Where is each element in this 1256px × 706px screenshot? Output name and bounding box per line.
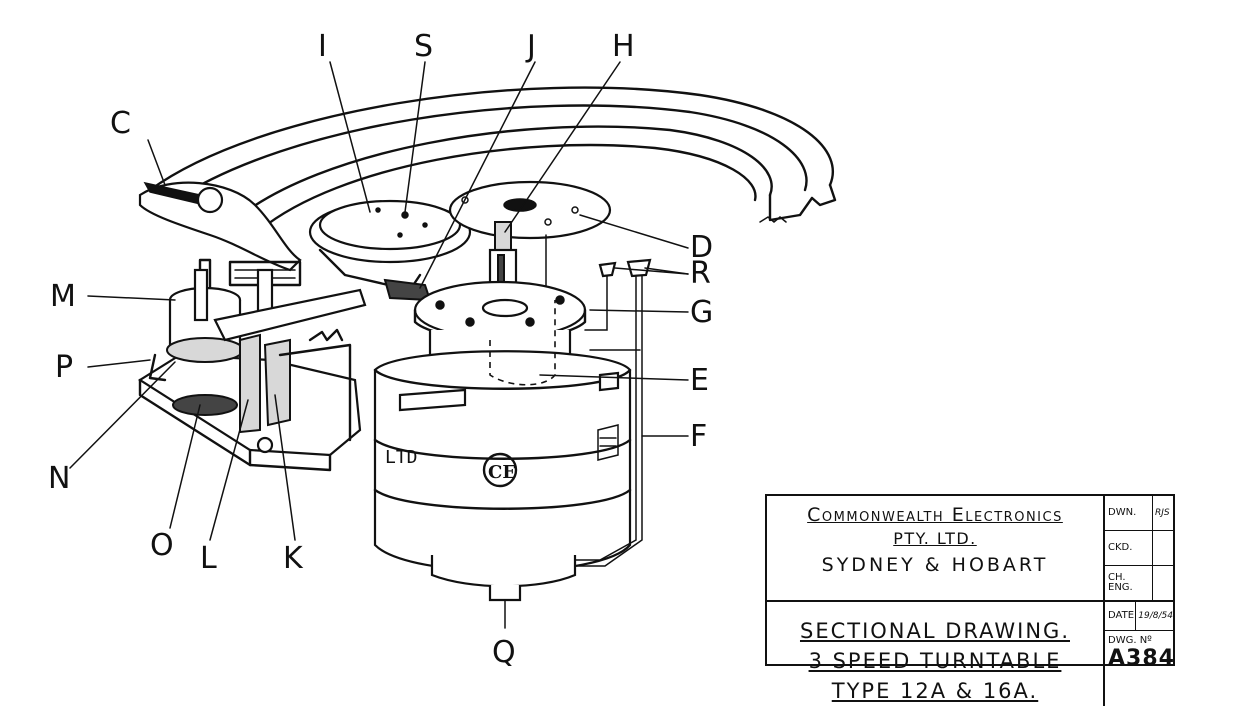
- chief-engineer-row: CH. ENG.: [1105, 566, 1173, 600]
- date-label: DATE: [1105, 602, 1137, 630]
- callout-e: E: [690, 363, 709, 398]
- company-name: Commonwealth Electronics: [807, 504, 1063, 526]
- checked-label: CKD.: [1105, 531, 1153, 565]
- bracket-assembly: [137, 268, 367, 472]
- callout-q: Q: [492, 635, 516, 670]
- callout-l: L: [200, 541, 217, 576]
- callout-p: P: [55, 350, 73, 385]
- approvals-box: DWN. RJS CKD. CH. ENG.: [1105, 496, 1173, 602]
- description-line-1: SECTIONAL DRAWING.: [799, 619, 1070, 643]
- company-box: Commonwealth Electronics PTY. LTD. SYDNE…: [767, 496, 1105, 602]
- callout-c: C: [110, 106, 131, 141]
- drawn-row: DWN. RJS: [1105, 496, 1173, 531]
- platter-rim: [148, 86, 837, 232]
- callout-n: N: [48, 461, 70, 496]
- speed-selector: [138, 181, 302, 302]
- title-block: Commonwealth Electronics PTY. LTD. SYDNE…: [765, 494, 1175, 706]
- company-sub: PTY. LTD.: [893, 529, 977, 548]
- motor-body: LTD CE: [373, 300, 632, 602]
- chief-engineer-label: CH. ENG.: [1105, 566, 1153, 600]
- idler-assembly: [308, 199, 472, 302]
- callout-f: F: [690, 419, 707, 454]
- description-line-3: TYPE 12A & 16A.: [831, 679, 1039, 703]
- turntable-drawing: LTD CE: [48, 29, 837, 670]
- logo-mark: CE: [488, 462, 516, 483]
- drawing-number-box: DATE 19/8/54 DWG. Nº A384: [1105, 602, 1175, 706]
- callout-j: J: [525, 29, 536, 64]
- description-box: SECTIONAL DRAWING. 3 SPEED TURNTABLE TYP…: [767, 602, 1105, 706]
- drawing-number-label: DWG. Nº: [1108, 635, 1152, 646]
- description-line-2: 3 SPEED TURNTABLE: [808, 649, 1062, 673]
- leader-lines: [69, 61, 689, 629]
- motor-label: LTD: [385, 447, 418, 468]
- callout-k: K: [283, 541, 304, 576]
- callout-o: O: [150, 528, 174, 563]
- callout-m: M: [50, 279, 76, 314]
- callout-d: D: [690, 230, 713, 265]
- checked-row: CKD.: [1105, 531, 1173, 566]
- date-row: DATE 19/8/54: [1105, 602, 1173, 631]
- date-value: 19/8/54: [1138, 611, 1173, 621]
- callout-i: I: [318, 29, 327, 64]
- callout-r: R: [690, 256, 711, 291]
- wiring: [574, 258, 652, 567]
- company-city: SYDNEY & HOBART: [821, 554, 1049, 576]
- callout-g: G: [690, 295, 713, 330]
- drawing-number-value: A384: [1108, 646, 1175, 671]
- upper-disc: [448, 180, 612, 381]
- callout-s: S: [414, 29, 433, 64]
- callout-h: H: [612, 29, 635, 64]
- drawn-label: DWN.: [1105, 496, 1153, 530]
- drawn-value: RJS: [1155, 508, 1170, 518]
